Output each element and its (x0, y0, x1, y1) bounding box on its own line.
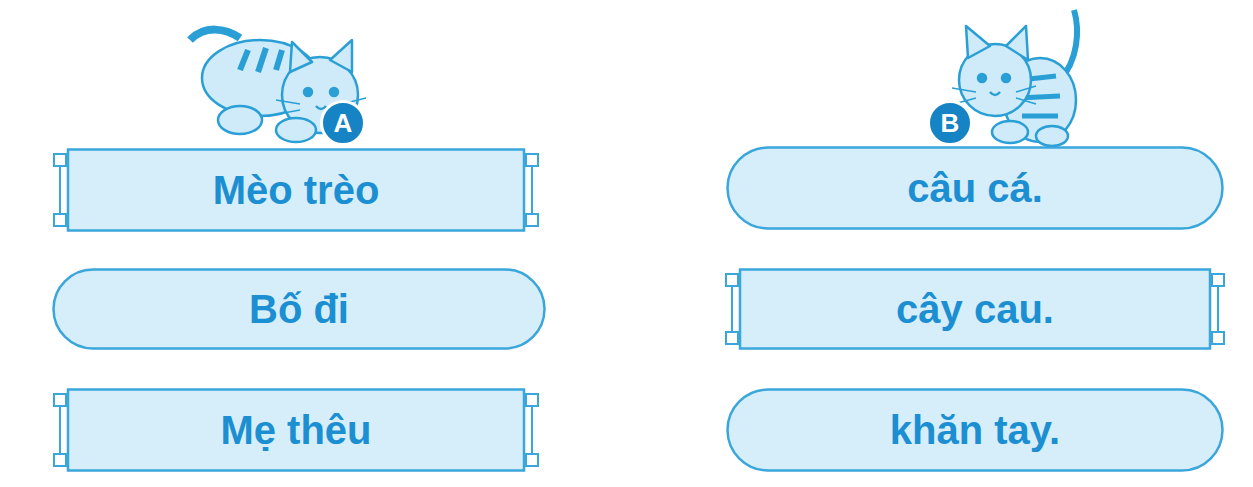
phrase-card: Bố đi (52, 268, 546, 350)
phrase-text: câu cá. (907, 166, 1043, 210)
phrase-card: Mèo trèo (52, 148, 540, 232)
column-badge: B (927, 100, 973, 146)
badge-letter: B (941, 109, 960, 138)
column-badge: A (320, 100, 366, 146)
cat-a (190, 30, 366, 142)
phrase-card: khăn tay. (726, 388, 1224, 472)
phrase-card: Mẹ thêu (52, 388, 540, 472)
phrase-text: khăn tay. (890, 408, 1060, 452)
phrase-card: câu cá. (726, 146, 1224, 230)
phrase-text: cây cau. (896, 287, 1054, 331)
phrase-text: Bố đi (249, 287, 349, 331)
phrase-card: cây cau. (724, 268, 1226, 350)
phrase-text: Mèo trèo (213, 168, 380, 212)
badge-letter: A (334, 109, 353, 138)
phrase-text: Mẹ thêu (220, 408, 371, 452)
